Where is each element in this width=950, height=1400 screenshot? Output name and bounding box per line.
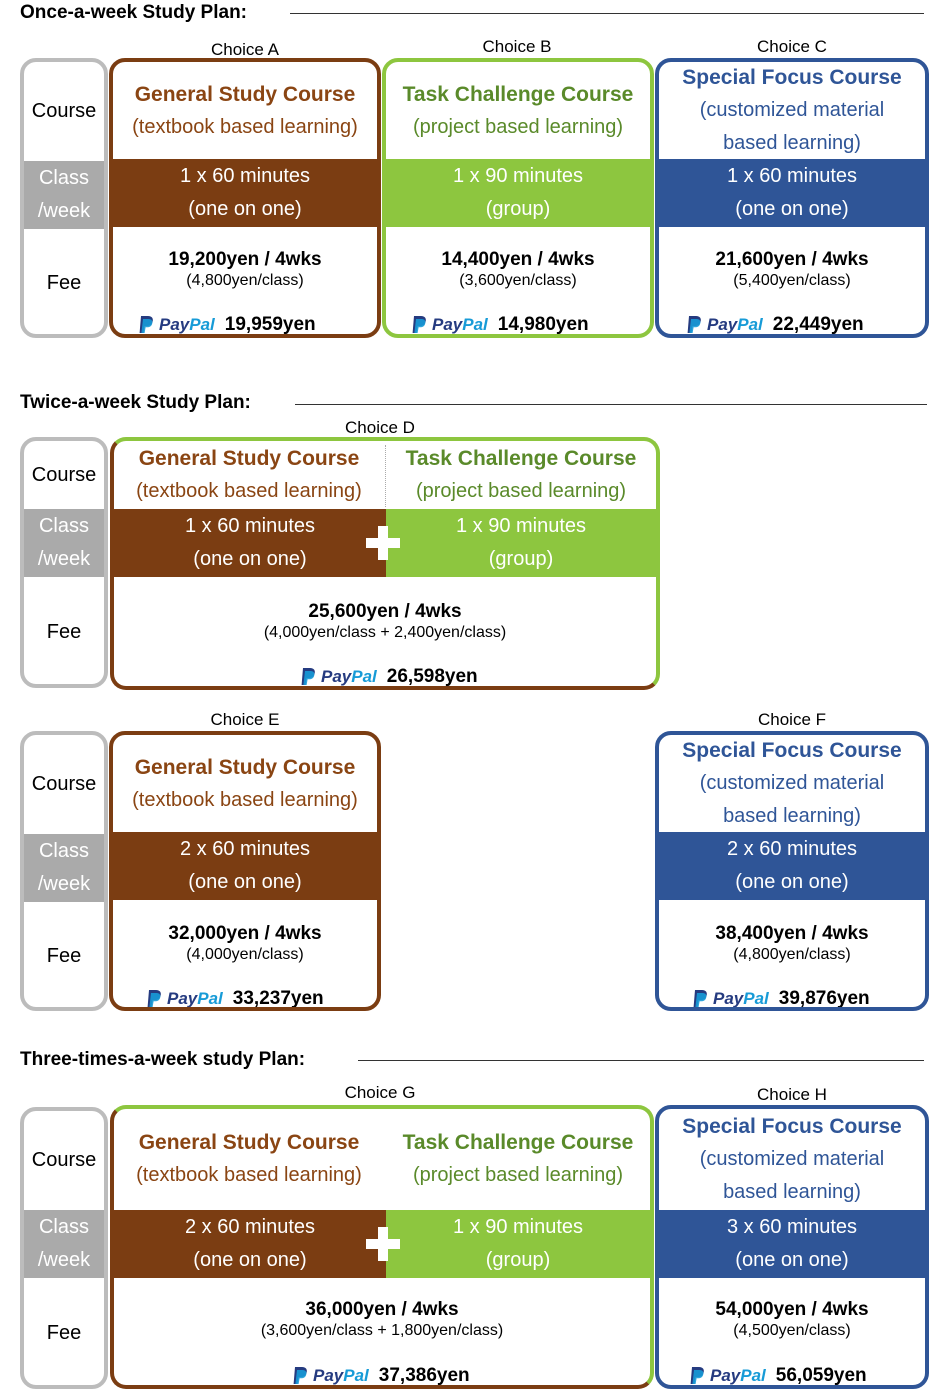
paypal-logo-icon — [412, 316, 426, 333]
course-label: Course — [31, 1149, 97, 1171]
plus-icon — [366, 526, 400, 560]
column-divider — [385, 445, 386, 507]
course-name-task: Task Challenge Course (project based lea… — [405, 447, 637, 502]
row-label-column: Course Class/week Fee — [20, 731, 108, 1011]
choice-e-label: Choice E — [210, 710, 280, 729]
choice-d-card[interactable]: General Study Course (textbook based lea… — [110, 437, 660, 690]
class-frequency: 2 x 60 minutes (one on one) — [659, 832, 925, 900]
fee-info: 32,000yen / 4wks (4,000yen/class) — [168, 923, 322, 963]
paypal-price[interactable]: PayPal 33,237yen — [146, 988, 324, 1007]
class-frequency-task: 1 x 90 minutes (group) — [386, 1210, 650, 1278]
class-week-label: Class/week — [24, 834, 104, 902]
plus-icon — [366, 1227, 400, 1261]
class-week-label: Class/week — [24, 161, 104, 229]
row-label-column: Course Class/week Fee — [20, 1107, 108, 1389]
course-label: Course — [31, 463, 97, 486]
paypal-price[interactable]: PayPal 26,598yen — [300, 666, 478, 686]
paypal-logo-icon — [301, 668, 315, 685]
choice-h-card[interactable]: Special Focus Course (customized materia… — [655, 1105, 929, 1389]
fee-label: Fee — [46, 945, 82, 967]
section-title-once: Once-a-week Study Plan: — [20, 2, 248, 23]
choice-c-label: Choice C — [757, 37, 827, 56]
choice-h-label: Choice H — [757, 1085, 827, 1104]
fee-info: 36,000yen / 4wks (3,600yen/class + 1,800… — [260, 1299, 504, 1339]
choice-d-label: Choice D — [345, 418, 415, 437]
choice-b-label: Choice B — [482, 37, 552, 56]
paypal-logo-icon — [293, 1367, 307, 1384]
choice-g-label: Choice G — [344, 1083, 416, 1102]
fee-info: 38,400yen / 4wks (4,800yen/class) — [715, 923, 869, 963]
paypal-price[interactable]: PayPal 22,449yen — [686, 314, 864, 334]
course-name-general: General Study Course (textbook based lea… — [136, 1131, 362, 1186]
choice-c-card[interactable]: Special Focus Course (customized materia… — [655, 58, 929, 338]
row-label-column: Course Class/week Fee — [20, 58, 108, 338]
paypal-price[interactable]: PayPal 37,386yen — [292, 1365, 470, 1385]
choice-f-label: Choice F — [757, 710, 827, 729]
paypal-price[interactable]: PayPal 56,059yen — [689, 1365, 867, 1385]
course-name: General Study Course (textbook based lea… — [132, 755, 358, 811]
fee-label: Fee — [46, 272, 82, 294]
choice-e-card[interactable]: General Study Course (textbook based lea… — [109, 731, 381, 1011]
fee-info: 54,000yen / 4wks (4,500yen/class) — [715, 1299, 869, 1339]
course-name: General Study Course (textbook based lea… — [132, 82, 358, 138]
course-name-general: General Study Course (textbook based lea… — [136, 447, 362, 502]
class-week-label: Class/week — [24, 509, 104, 577]
class-frequency: 1 x 60 minutes (one on one) — [659, 159, 925, 227]
fee-info: 14,400yen / 4wks (3,600yen/class) — [441, 249, 595, 289]
choice-f-card[interactable]: Special Focus Course (customized materia… — [655, 731, 929, 1011]
row-label-column: Course Class/week Fee — [20, 437, 108, 688]
class-frequency-general: 1 x 60 minutes (one on one) — [114, 509, 386, 577]
paypal-price[interactable]: PayPal 14,980yen — [411, 314, 589, 334]
class-frequency: 1 x 60 minutes (one on one) — [113, 159, 377, 227]
course-label: Course — [31, 100, 97, 122]
choice-g-card[interactable]: General Study Course (textbook based lea… — [110, 1105, 654, 1389]
course-name-task: Task Challenge Course (project based lea… — [402, 1131, 634, 1186]
section-rule — [358, 1060, 924, 1061]
choice-a-label: Choice A — [210, 40, 280, 59]
choice-a-card[interactable]: General Study Course (textbook based lea… — [109, 58, 381, 338]
choice-b-card[interactable]: Task Challenge Course (project based lea… — [382, 58, 654, 338]
fee-label: Fee — [46, 1322, 82, 1344]
class-frequency: 2 x 60 minutes (one on one) — [113, 832, 377, 900]
section-rule — [290, 13, 924, 14]
class-frequency-task: 1 x 90 minutes (group) — [386, 509, 656, 577]
paypal-logo-icon — [687, 316, 701, 333]
class-frequency-general: 2 x 60 minutes (one on one) — [114, 1210, 386, 1278]
course-name: Special Focus Course (customized materia… — [682, 66, 902, 154]
course-name: Special Focus Course (customized materia… — [682, 1114, 902, 1203]
paypal-logo-icon — [139, 316, 153, 333]
fee-info: 25,600yen / 4wks (4,000yen/class + 2,400… — [263, 601, 507, 641]
paypal-logo-icon — [690, 1367, 704, 1384]
paypal-logo-icon — [693, 990, 707, 1007]
fee-info: 21,600yen / 4wks (5,400yen/class) — [715, 249, 869, 289]
paypal-price[interactable]: PayPal 39,876yen — [692, 988, 870, 1007]
class-week-label: Class/week — [24, 1210, 104, 1278]
course-name: Special Focus Course (customized materia… — [682, 739, 902, 827]
course-name: Task Challenge Course (project based lea… — [402, 82, 634, 138]
fee-info: 19,200yen / 4wks (4,800yen/class) — [168, 249, 322, 289]
fee-label: Fee — [46, 621, 82, 643]
section-title-three: Three-times-a-week study Plan: — [20, 1049, 306, 1070]
section-rule — [295, 404, 927, 405]
paypal-logo-icon — [147, 990, 161, 1007]
class-frequency: 1 x 90 minutes (group) — [386, 159, 650, 227]
section-title-twice: Twice-a-week Study Plan: — [20, 392, 251, 413]
paypal-price[interactable]: PayPal 19,959yen — [138, 314, 316, 334]
class-frequency: 3 x 60 minutes (one on one) — [659, 1210, 925, 1278]
course-label: Course — [31, 773, 97, 795]
